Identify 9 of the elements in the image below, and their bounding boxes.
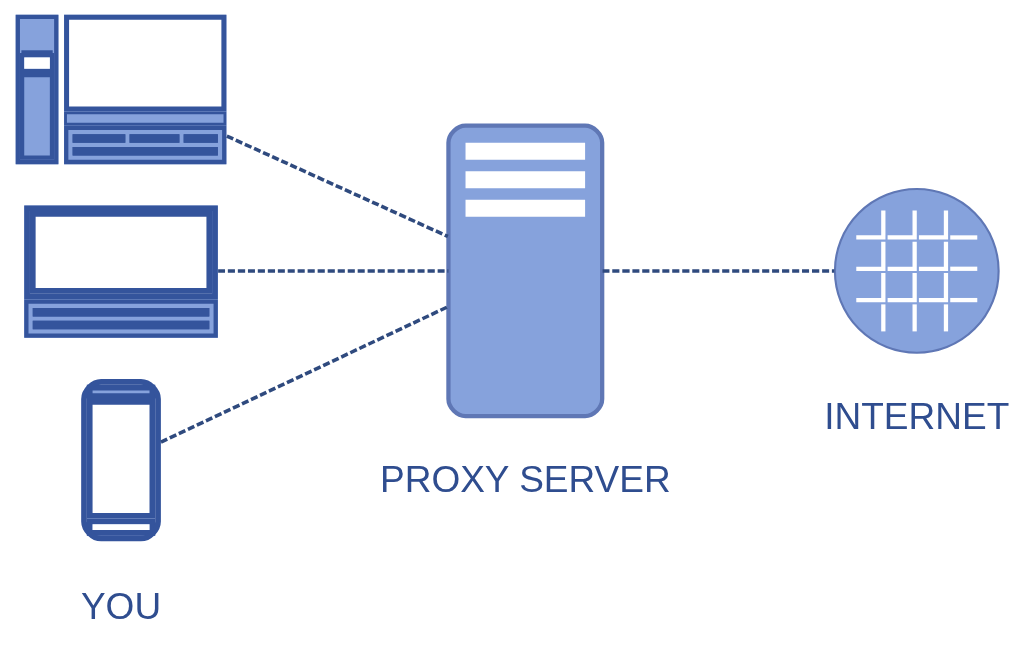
label: YOU	[80, 584, 161, 627]
node-label: INTERNET	[823, 395, 1009, 438]
node-label: PROXY SERVER	[379, 457, 671, 500]
connector	[602, 269, 834, 273]
connector	[159, 305, 449, 444]
connector	[225, 134, 449, 239]
connector	[217, 269, 448, 273]
node-picture	[833, 188, 1000, 354]
node-picture	[445, 123, 604, 419]
